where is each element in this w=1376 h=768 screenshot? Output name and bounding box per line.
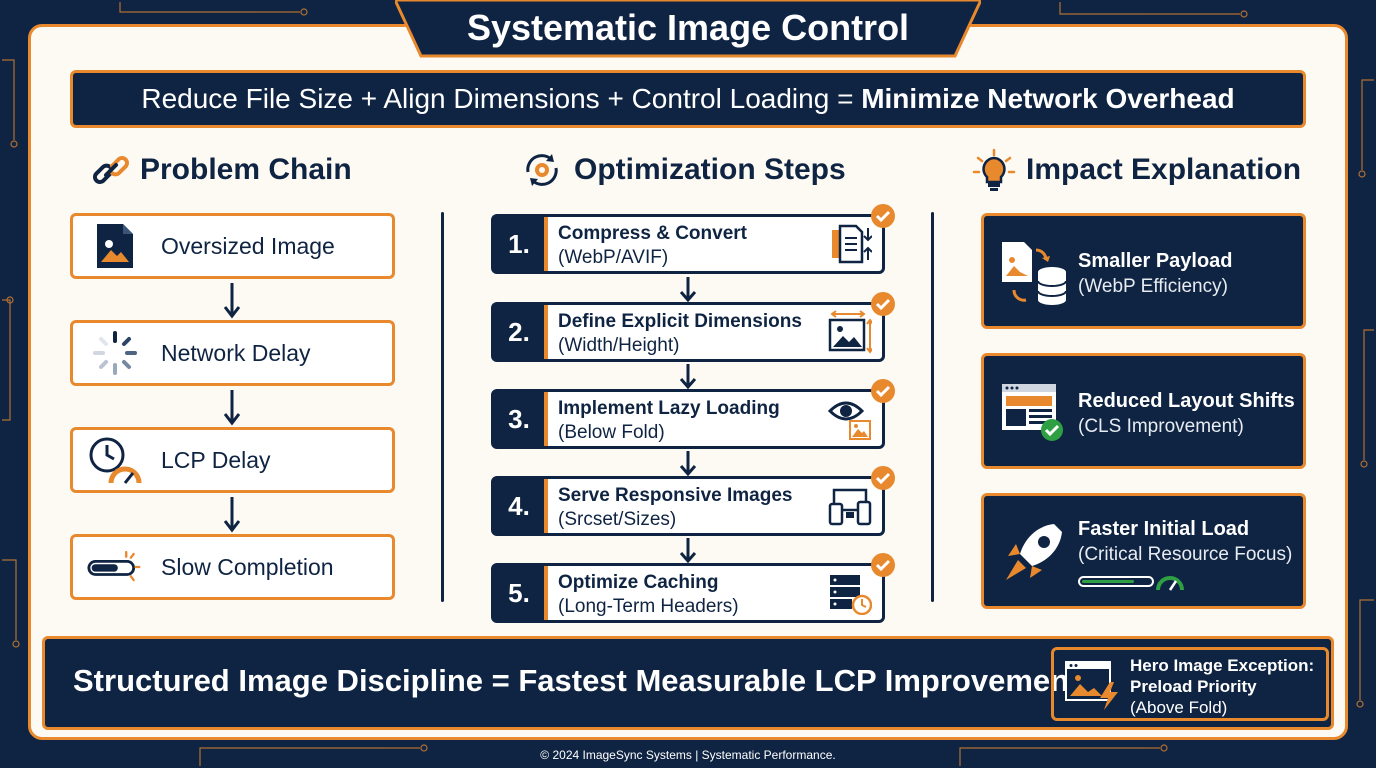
check-badge-icon <box>871 466 895 490</box>
formula-lhs: Reduce File Size + Align Dimensions + Co… <box>141 83 862 114</box>
load-speed-bar-icon <box>1078 576 1184 591</box>
step-number: 1. <box>494 217 544 271</box>
problem-label: LCP Delay <box>161 446 271 473</box>
file-database-icon <box>1002 242 1067 305</box>
eye-image-icon <box>828 401 871 440</box>
step-1: 1. Compress & Convert (WebP/AVIF) <box>491 204 895 274</box>
image-file-icon <box>87 221 143 271</box>
check-badge-icon <box>871 292 895 316</box>
impact-smaller-payload: Smaller Payload (WebP Efficiency) <box>981 213 1306 329</box>
impact-detail: (Critical Resource Focus) <box>1078 544 1293 565</box>
column-divider-right <box>931 212 934 602</box>
server-clock-icon <box>830 575 872 615</box>
title-tab <box>395 0 981 58</box>
check-badge-icon <box>871 553 895 577</box>
problem-label: Slow Completion <box>161 553 334 580</box>
step-title: Define Explicit Dimensions <box>558 311 802 332</box>
problem-chain-title: Problem Chain <box>140 153 352 186</box>
column-divider-left <box>441 212 444 602</box>
step-detail: (Long-Term Headers) <box>558 596 739 617</box>
impact-detail: (WebP Efficiency) <box>1078 276 1228 297</box>
step-arrow-2 <box>679 364 697 390</box>
impact-explanation-header: Impact Explanation <box>972 148 1301 192</box>
devices-icon <box>828 488 872 526</box>
hero-line-1: Hero Image Exception: <box>1130 656 1315 675</box>
impact-title: Faster Initial Load <box>1078 518 1250 540</box>
chain-arrow-3 <box>223 497 241 533</box>
problem-chain-header: Problem Chain <box>92 148 352 192</box>
impact-reduced-layout-shifts: Reduced Layout Shifts (CLS Improvement) <box>981 353 1306 469</box>
problem-label: Network Delay <box>161 339 311 366</box>
chain-arrow-1 <box>223 283 241 319</box>
file-convert-icon <box>832 224 872 264</box>
step-5: 5. Optimize Caching (Long-Term Headers) <box>491 553 895 623</box>
step-arrow-4 <box>679 538 697 564</box>
image-dimensions-icon <box>828 310 872 354</box>
lightbulb-icon <box>972 148 1016 191</box>
step-3: 3. Implement Lazy Loading (Below Fold) <box>491 379 895 449</box>
impact-detail: (CLS Improvement) <box>1078 416 1244 437</box>
step-arrow-1 <box>679 277 697 303</box>
step-title: Optimize Caching <box>558 572 719 593</box>
layout-check-icon <box>1002 384 1063 441</box>
hero-image-exception: Hero Image Exception: Preload Priority (… <box>1051 647 1329 721</box>
footer-text: © 2024 ImageSync Systems | Systematic Pe… <box>540 748 836 762</box>
hero-line-3: (Above Fold) <box>1130 698 1228 717</box>
step-number: 2. <box>494 305 544 359</box>
check-badge-icon <box>871 379 895 403</box>
problem-item-lcp-delay: LCP Delay <box>70 427 395 493</box>
step-arrow-3 <box>679 451 697 477</box>
step-number: 3. <box>494 392 544 446</box>
step-4: 4. Serve Responsive Images (Srcset/Sizes… <box>491 466 895 536</box>
gear-cycle-icon <box>526 154 558 186</box>
step-detail: (Srcset/Sizes) <box>558 509 677 530</box>
formula-rhs: Minimize Network Overhead <box>861 83 1235 114</box>
impact-explanation-title: Impact Explanation <box>1026 153 1302 186</box>
step-detail: (WebP/AVIF) <box>558 247 669 268</box>
clock-gauge-icon <box>87 435 143 485</box>
hero-line-2: Preload Priority <box>1130 677 1257 696</box>
formula-banner: Reduce File Size + Align Dimensions + Co… <box>70 70 1306 128</box>
step-2: 2. Define Explicit Dimensions (Width/Hei… <box>491 292 895 362</box>
conclusion-statement: Structured Image Discipline = Fastest Me… <box>73 663 1097 698</box>
problem-item-network-delay: Network Delay <box>70 320 395 386</box>
hero-image-bolt-icon <box>1065 661 1118 710</box>
loading-spinner-icon <box>87 328 143 378</box>
check-badge-icon <box>871 204 895 228</box>
impact-title: Smaller Payload <box>1078 250 1233 272</box>
optimization-steps-title: Optimization Steps <box>574 153 846 186</box>
impact-title: Reduced Layout Shifts <box>1078 390 1295 412</box>
progress-bar-icon <box>87 542 143 592</box>
chain-link-icon <box>93 156 129 184</box>
step-number: 5. <box>494 566 544 620</box>
step-detail: (Below Fold) <box>558 422 665 443</box>
impact-faster-initial-load: Faster Initial Load (Critical Resource F… <box>981 493 1306 609</box>
problem-label: Oversized Image <box>161 232 335 259</box>
problem-item-slow-completion: Slow Completion <box>70 534 395 600</box>
step-title: Serve Responsive Images <box>558 485 793 506</box>
rocket-icon <box>1006 524 1062 580</box>
optimization-steps-header: Optimization Steps <box>520 148 846 192</box>
page-title: Systematic Image Control <box>466 7 910 48</box>
step-title: Compress & Convert <box>558 223 747 244</box>
problem-item-oversized-image: Oversized Image <box>70 213 395 279</box>
step-detail: (Width/Height) <box>558 335 680 356</box>
step-title: Implement Lazy Loading <box>558 398 780 419</box>
conclusion-banner: Structured Image Discipline = Fastest Me… <box>42 636 1334 730</box>
step-number: 4. <box>494 479 544 533</box>
chain-arrow-2 <box>223 390 241 426</box>
